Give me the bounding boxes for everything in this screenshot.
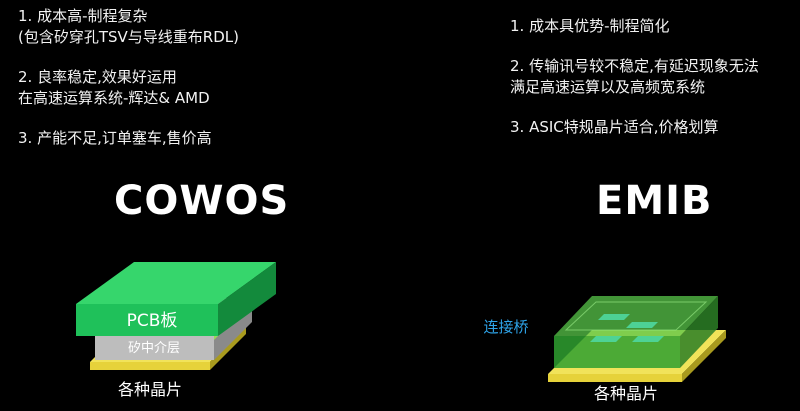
cowos-note-1: 1. 成本高-制程复杂	[18, 7, 148, 25]
emib-title: EMIB	[596, 178, 713, 224]
cowos-note-2-detail: 在高速运算系统-辉达& AMD	[18, 89, 210, 107]
cowos-pcb-layer	[76, 262, 276, 336]
cowos-notes: 1. 成本高-制程复杂 (包含矽穿孔TSV与导线重布RDL) 2. 良率稳定,效…	[18, 6, 239, 149]
emib-notes: 1. 成本具优势-制程简化 2. 传输讯号较不稳定,有延迟现象无法 满足高速运算…	[510, 16, 759, 138]
emib-bridge-pad-2	[626, 322, 658, 328]
emib-note-3: 3. ASIC特规晶片适合,价格划算	[510, 118, 719, 136]
emib-note-1: 1. 成本具优势-制程简化	[510, 17, 670, 35]
emib-note-2-detail: 满足高速运算以及高频宽系统	[510, 78, 706, 96]
cowos-title: COWOS	[114, 178, 290, 224]
emib-note-2: 2. 传输讯号较不稳定,有延迟现象无法	[510, 57, 759, 75]
cowos-note-3: 3. 产能不足,订单塞车,售价高	[18, 129, 212, 147]
emib-stack: 连接桥 各种晶片	[483, 296, 726, 403]
interposer-label: 矽中介层	[128, 341, 180, 356]
emib-bridge-pad-3	[590, 336, 622, 342]
cowos-note-1-detail: (包含矽穿孔TSV与导线重布RDL)	[18, 28, 239, 46]
emib-bridge-pad-1	[598, 314, 630, 320]
emib-package	[554, 296, 718, 368]
emib-bridge-pad-4	[632, 336, 664, 342]
cowos-chips-label: 各种晶片	[118, 380, 182, 399]
bridge-label: 连接桥	[483, 318, 528, 336]
cowos-note-2: 2. 良率稳定,效果好运用	[18, 68, 177, 86]
pcb-label: PCB板	[127, 311, 178, 331]
emib-chips-label: 各种晶片	[594, 384, 658, 403]
cowos-stack: PCB板 矽中介层 各种晶片	[76, 262, 276, 399]
